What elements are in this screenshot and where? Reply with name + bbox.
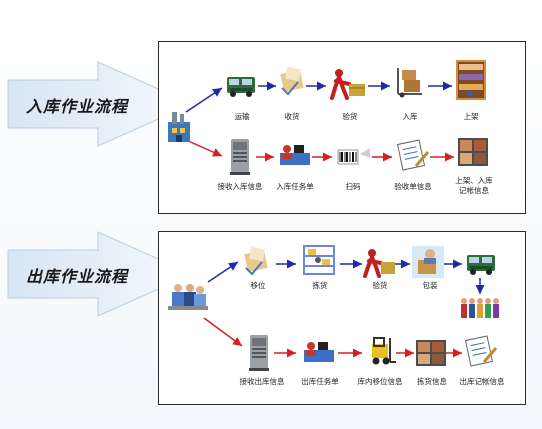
- shelving-icon: [456, 60, 486, 104]
- outbound-step-label: 移位: [250, 281, 266, 290]
- outbound-info-label: 出库任务单: [301, 377, 339, 386]
- outbound-truck-icon: [466, 250, 496, 280]
- staff-group-icon: [168, 282, 208, 316]
- outbound-checklist-icon: [464, 334, 498, 372]
- picking-worker-icon: [300, 244, 338, 282]
- inbound-title-banner: 入库作业流程: [6, 60, 196, 148]
- inbound-step-label: 运输: [234, 112, 250, 121]
- inspection-worker-icon: [329, 68, 367, 104]
- inbound-task-clerk-icon: [276, 143, 314, 171]
- inbound-step-label: 收货: [284, 112, 300, 121]
- outbound-title: 出库作业流程: [26, 267, 129, 286]
- inbound-info-label: 扫码: [345, 182, 361, 191]
- outbound-step-label: 验货: [372, 281, 388, 290]
- inbound-info-label: 入库任务单: [276, 182, 314, 191]
- picking-info-icon: [416, 340, 446, 370]
- outbound-server-icon: [248, 334, 270, 376]
- outbound-info-label: 出库记帐信息: [459, 377, 505, 386]
- inbound-info-label: 记帐信息: [459, 186, 489, 195]
- customers-group-icon: [460, 296, 504, 324]
- inbound-warehouse-icon: [166, 110, 192, 148]
- inbound-info-label: 验收单信息: [394, 182, 432, 191]
- truck-icon: [226, 72, 256, 102]
- outbound-step-label: 拣货: [312, 281, 328, 290]
- outbound-info-label: 拣货信息: [417, 377, 447, 386]
- outbound-info-label: 接收出库信息: [239, 377, 285, 386]
- forklift-icon: [366, 336, 396, 370]
- warehouse-rack-icon: [458, 138, 488, 170]
- stock-in-hand-truck-icon: [394, 66, 428, 102]
- inbound-step-label: 验货: [342, 112, 358, 121]
- inbound-info-label: 接收入库信息: [217, 182, 263, 191]
- outbound-inspection-worker-icon: [363, 248, 397, 282]
- receiving-goods-icon: [278, 64, 306, 102]
- inbound-title: 入库作业流程: [26, 97, 129, 116]
- outbound-title-banner: 出库作业流程: [6, 230, 196, 318]
- inbound-info-label: 上架、入库: [455, 176, 493, 185]
- packing-icon: [412, 246, 444, 282]
- inbound-step-label: 上架: [463, 112, 479, 121]
- checklist-clipboard-icon: [396, 138, 430, 176]
- inbound-step-label: 入库: [402, 112, 418, 121]
- outbound-info-label: 库内移位信息: [357, 377, 403, 386]
- relocation-goods-icon: [242, 244, 272, 282]
- outbound-task-clerk-icon: [300, 340, 338, 368]
- barcode-scanner-icon: [336, 146, 372, 170]
- server-icon: [229, 138, 251, 180]
- outbound-step-label: 包装: [422, 281, 438, 290]
